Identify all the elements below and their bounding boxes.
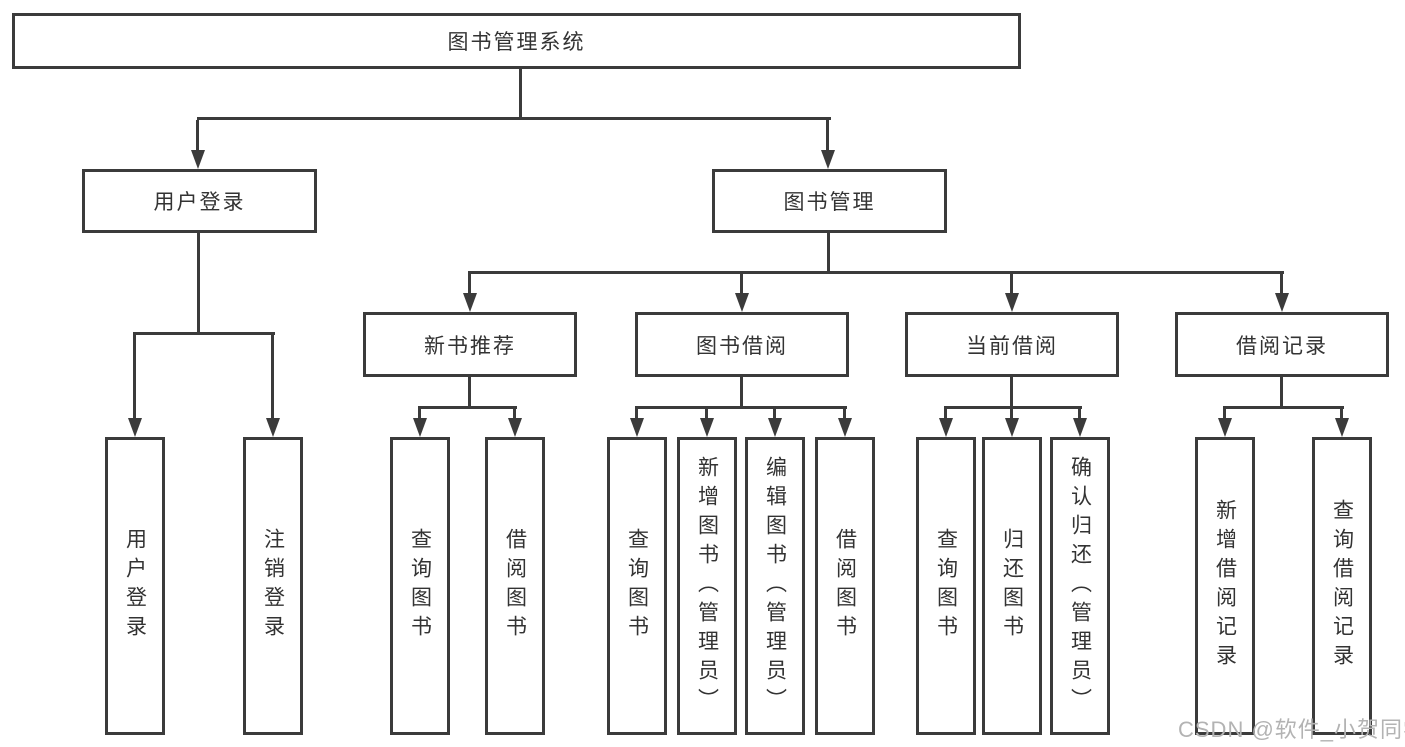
leaf-edit-books-admin: 编辑图书（管理员） bbox=[745, 437, 805, 735]
watermark: CSDN @软件_小贺同学 bbox=[1178, 717, 1405, 742]
connector-drop bbox=[843, 409, 846, 419]
node-current-borrow-label: 当前借阅 bbox=[966, 334, 1058, 358]
connector-new-book-hbar bbox=[418, 406, 517, 409]
arrowhead-down-icon bbox=[1335, 418, 1349, 437]
node-current-borrow: 当前借阅 bbox=[905, 312, 1119, 377]
connector-drop-book-borrow bbox=[740, 274, 743, 294]
leaf-query-borrow-record: 查询借阅记录 bbox=[1312, 437, 1372, 735]
connector-drop bbox=[418, 409, 421, 419]
connector-user-login-trunk bbox=[197, 233, 200, 332]
node-book-borrow: 图书借阅 bbox=[635, 312, 849, 377]
arrowhead-down-icon bbox=[508, 418, 522, 437]
arrowhead-down-icon bbox=[939, 418, 953, 437]
connector-drop-current-borrow bbox=[1010, 274, 1013, 294]
arrowhead-down-icon bbox=[838, 418, 852, 437]
node-borrow-records-label: 借阅记录 bbox=[1236, 334, 1328, 358]
node-new-book-recommend-label: 新书推荐 bbox=[424, 334, 516, 358]
arrowhead-down-icon bbox=[630, 418, 644, 437]
node-book-management-label: 图书管理 bbox=[783, 191, 876, 214]
connector-user-login-hbar bbox=[133, 332, 275, 335]
leaf-return-books-label: 归还图书 bbox=[1000, 528, 1024, 644]
node-borrow-records: 借阅记录 bbox=[1175, 312, 1389, 377]
arrowhead-down-icon bbox=[191, 150, 205, 169]
leaf-user-login-label: 用户登录 bbox=[123, 528, 147, 644]
node-new-book-recommend: 新书推荐 bbox=[363, 312, 577, 377]
arrowhead-down-icon bbox=[1005, 293, 1019, 312]
leaf-borrow-books-recommend: 借阅图书 bbox=[485, 437, 545, 735]
connector-root-trunk bbox=[519, 69, 522, 119]
connector-book-borrow-hbar bbox=[635, 406, 847, 409]
leaf-edit-books-admin-label: 编辑图书（管理员） bbox=[763, 455, 787, 717]
connector-drop bbox=[513, 409, 516, 419]
connector-borrow-records-trunk bbox=[1280, 377, 1283, 406]
leaf-query-books-current: 查询图书 bbox=[916, 437, 976, 735]
arrowhead-down-icon bbox=[1005, 418, 1019, 437]
connector-drop bbox=[773, 409, 776, 419]
connector-drop-leaf-login bbox=[133, 335, 136, 419]
leaf-add-books-admin: 新增图书（管理员） bbox=[677, 437, 737, 735]
leaf-add-borrow-record-label: 新增借阅记录 bbox=[1213, 499, 1237, 673]
leaf-user-login: 用户登录 bbox=[105, 437, 165, 735]
node-root: 图书管理系统 bbox=[12, 13, 1021, 69]
arrowhead-down-icon bbox=[821, 150, 835, 169]
arrowhead-down-icon bbox=[1073, 418, 1087, 437]
node-book-management: 图书管理 bbox=[712, 169, 947, 233]
leaf-query-books-recommend-label: 查询图书 bbox=[408, 528, 432, 644]
connector-drop bbox=[635, 409, 638, 419]
arrowhead-down-icon bbox=[1218, 418, 1232, 437]
arrowhead-down-icon bbox=[128, 418, 142, 437]
leaf-confirm-return-admin-label: 确认归还（管理员） bbox=[1068, 455, 1092, 717]
connector-current-borrow-trunk bbox=[1010, 377, 1013, 406]
connector-drop bbox=[944, 409, 947, 419]
arrowhead-down-icon bbox=[1275, 293, 1289, 312]
connector-drop bbox=[705, 409, 708, 419]
leaf-query-books-current-label: 查询图书 bbox=[934, 528, 958, 644]
connector-book-management-trunk bbox=[827, 233, 830, 271]
connector-drop-new-book bbox=[468, 274, 471, 294]
leaf-query-books-borrow: 查询图书 bbox=[607, 437, 667, 735]
connector-drop bbox=[1078, 409, 1081, 419]
leaf-add-borrow-record: 新增借阅记录 bbox=[1195, 437, 1255, 735]
connector-drop bbox=[1010, 409, 1013, 419]
connector-new-book-trunk bbox=[468, 377, 471, 406]
connector-drop-user-login bbox=[196, 120, 199, 151]
leaf-query-books-borrow-label: 查询图书 bbox=[625, 528, 649, 644]
node-root-label: 图书管理系统 bbox=[447, 31, 586, 54]
leaf-borrow-books: 借阅图书 bbox=[815, 437, 875, 735]
leaf-confirm-return-admin: 确认归还（管理员） bbox=[1050, 437, 1110, 735]
leaf-add-books-admin-label: 新增图书（管理员） bbox=[695, 455, 719, 717]
connector-current-borrow-hbar bbox=[944, 406, 1082, 409]
connector-book-borrow-trunk bbox=[740, 377, 743, 406]
connector-drop-borrow-records bbox=[1280, 274, 1283, 294]
leaf-logout: 注销登录 bbox=[243, 437, 303, 735]
arrowhead-down-icon bbox=[768, 418, 782, 437]
node-user-login-label: 用户登录 bbox=[153, 191, 246, 214]
connector-drop bbox=[1223, 409, 1226, 419]
node-user-login: 用户登录 bbox=[82, 169, 317, 233]
leaf-borrow-books-recommend-label: 借阅图书 bbox=[503, 528, 527, 644]
connector-drop bbox=[1340, 409, 1343, 419]
node-book-borrow-label: 图书借阅 bbox=[696, 334, 788, 358]
connector-drop-book-management bbox=[826, 120, 829, 151]
arrowhead-down-icon bbox=[735, 293, 749, 312]
connector-root-hbar bbox=[197, 117, 831, 120]
arrowhead-down-icon bbox=[413, 418, 427, 437]
arrowhead-down-icon bbox=[463, 293, 477, 312]
connector-book-management-hbar bbox=[468, 271, 1284, 274]
connector-drop-leaf-logout bbox=[271, 335, 274, 419]
leaf-borrow-books-label: 借阅图书 bbox=[833, 528, 857, 644]
leaf-logout-label: 注销登录 bbox=[261, 528, 285, 644]
leaf-query-books-recommend: 查询图书 bbox=[390, 437, 450, 735]
leaf-query-borrow-record-label: 查询借阅记录 bbox=[1330, 499, 1354, 673]
arrowhead-down-icon bbox=[266, 418, 280, 437]
arrowhead-down-icon bbox=[700, 418, 714, 437]
connector-borrow-records-hbar bbox=[1223, 406, 1344, 409]
leaf-return-books: 归还图书 bbox=[982, 437, 1042, 735]
